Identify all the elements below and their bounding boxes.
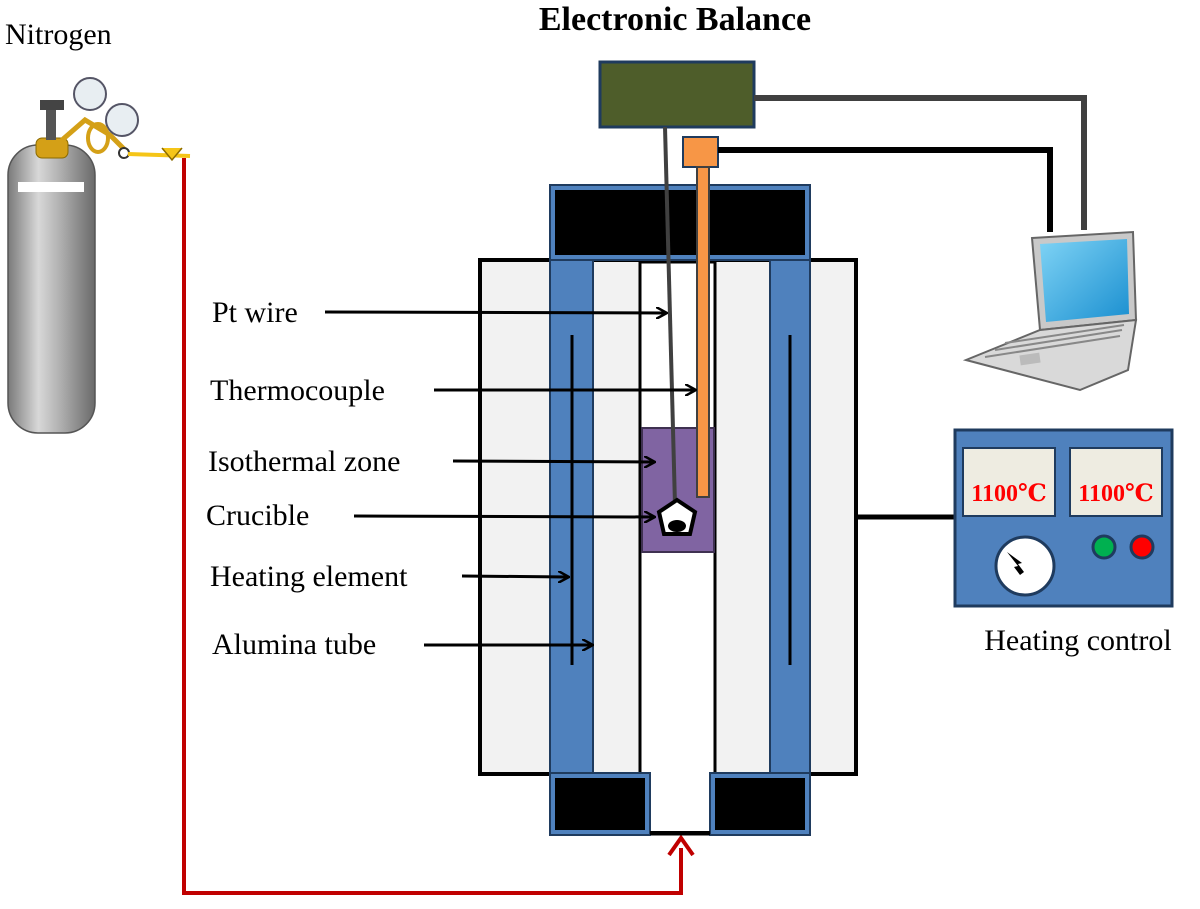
nitrogen-cylinder-icon	[7, 77, 191, 434]
electronic-balance	[598, 60, 756, 129]
crucible-label: Crucible	[206, 499, 309, 532]
thermocouple-label: Thermocouple	[210, 374, 385, 407]
thermocouple-rod	[696, 166, 710, 498]
heating-control-label: Heating control	[984, 624, 1171, 657]
thermocouple-head	[682, 136, 719, 168]
heating-controller	[953, 428, 1174, 608]
pt-wire-arrow	[324, 312, 666, 313]
temperature-knob-icon	[994, 535, 1056, 597]
crucible-icon	[656, 497, 698, 536]
temperature-display-right	[1069, 447, 1163, 517]
nitrogen-label: Nitrogen	[5, 18, 112, 51]
pt-wire-label: Pt wire	[212, 296, 298, 329]
pt-wire	[663, 126, 677, 506]
balance-cable	[754, 95, 1087, 230]
thermocouple-cable	[718, 147, 1053, 232]
laptop-icon	[962, 230, 1138, 392]
isothermal-zone-label: Isothermal zone	[208, 445, 400, 478]
crucible-arrow	[353, 516, 654, 517]
alumina-tube-label: Alumina tube	[212, 628, 376, 661]
temperature-display-left	[962, 447, 1056, 517]
green-button	[1091, 534, 1117, 560]
red-button	[1129, 534, 1155, 560]
temperature-readout-right: 1100℃	[1078, 481, 1153, 507]
isothermal-zone-arrow	[452, 461, 654, 462]
gas-inlet-arrow-icon	[667, 834, 695, 857]
heating-element-arrow	[461, 576, 568, 577]
title: Electronic Balance	[539, 1, 811, 38]
temperature-readout-left: 1100℃	[971, 481, 1046, 507]
heating-element-label: Heating element	[210, 560, 408, 593]
nitrogen-gas-line	[182, 158, 683, 895]
